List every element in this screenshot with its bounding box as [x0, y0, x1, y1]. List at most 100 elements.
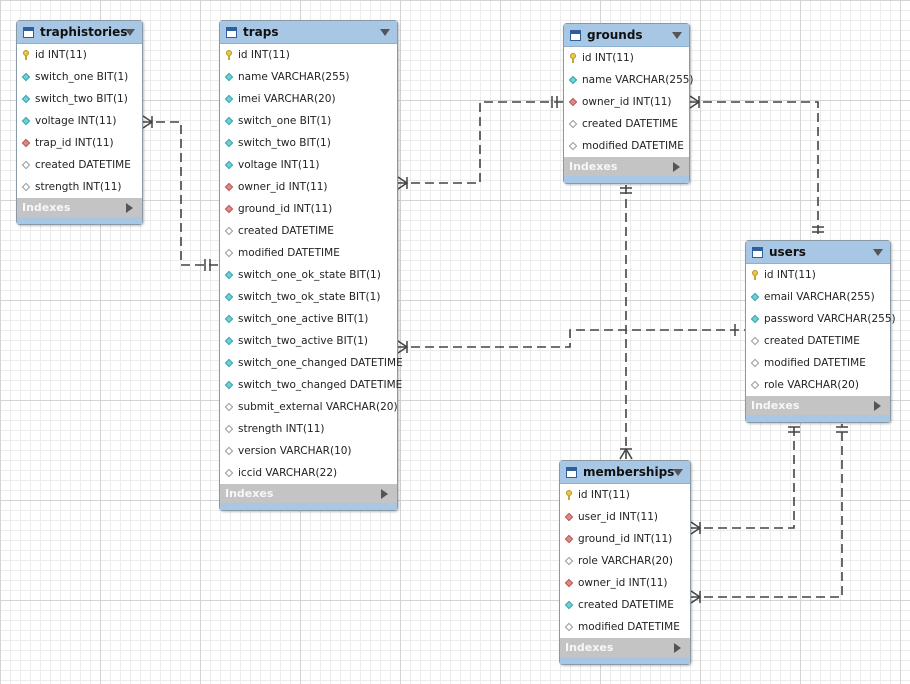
column-row[interactable]: name VARCHAR(255)	[220, 66, 397, 88]
column-row[interactable]: id INT(11)	[564, 47, 689, 69]
foreign-key-icon	[564, 534, 574, 544]
expand-arrow-icon[interactable]	[126, 203, 133, 213]
rel-traps-users	[397, 329, 746, 348]
column-row[interactable]: switch_two BIT(1)	[220, 132, 397, 154]
column-row[interactable]: switch_one_changed DATETIME	[220, 352, 403, 374]
column-row[interactable]: role VARCHAR(20)	[560, 550, 690, 572]
table-header[interactable]: users	[746, 241, 890, 264]
dropdown-arrow-icon[interactable]	[673, 469, 683, 476]
column-label: ground_id INT(11)	[238, 203, 333, 215]
column-row[interactable]: modified DATETIME	[560, 616, 690, 638]
rel-traphistories-traps	[142, 121, 219, 266]
column-row[interactable]: iccid VARCHAR(22)	[220, 462, 397, 484]
column-row[interactable]: strength INT(11)	[17, 176, 142, 198]
column-label: trap_id INT(11)	[35, 137, 114, 149]
expand-arrow-icon[interactable]	[674, 643, 681, 653]
table-header[interactable]: memberships	[560, 461, 690, 484]
not-null-column-icon	[224, 336, 234, 346]
dropdown-arrow-icon[interactable]	[873, 249, 883, 256]
column-row[interactable]: voltage INT(11)	[17, 110, 142, 132]
column-row[interactable]: password VARCHAR(255)	[746, 308, 896, 330]
dropdown-arrow-icon[interactable]	[125, 29, 135, 36]
indexes-section[interactable]: Indexes	[564, 157, 689, 176]
column-row[interactable]: switch_two_changed DATETIME	[220, 374, 402, 396]
foreign-key-icon	[568, 97, 578, 107]
column-row[interactable]: created DATETIME	[564, 113, 689, 135]
column-row[interactable]: name VARCHAR(255)	[564, 69, 694, 91]
nullable-column-icon	[568, 141, 578, 151]
table-grounds[interactable]: grounds id INT(11) name VARCHAR(255)owner_…	[563, 23, 694, 184]
nullable-column-icon	[564, 622, 574, 632]
column-row[interactable]: id INT(11)	[746, 264, 890, 286]
indexes-section[interactable]: Indexes	[746, 396, 890, 415]
column-label: id INT(11)	[238, 49, 290, 61]
expand-arrow-icon[interactable]	[381, 489, 388, 499]
table-icon	[23, 26, 34, 38]
column-row[interactable]: modified DATETIME	[746, 352, 890, 374]
column-row[interactable]: created DATETIME	[17, 154, 142, 176]
table-name: users	[769, 245, 806, 259]
column-row[interactable]: owner_id INT(11)	[564, 91, 689, 113]
rel-grounds-users	[689, 101, 819, 239]
column-label: modified DATETIME	[764, 357, 866, 369]
column-row[interactable]: switch_one_ok_state BIT(1)	[220, 264, 397, 286]
not-null-column-icon	[224, 160, 234, 170]
column-row[interactable]: role VARCHAR(20)	[746, 374, 890, 396]
column-row[interactable]: owner_id INT(11)	[220, 176, 397, 198]
table-footer	[17, 217, 142, 224]
column-row[interactable]: created DATETIME	[560, 594, 690, 616]
column-label: switch_two BIT(1)	[238, 137, 331, 149]
not-null-column-icon	[224, 72, 234, 82]
table-users[interactable]: users id INT(11) email VARCHAR(255)passwor…	[745, 240, 896, 423]
table-traps[interactable]: traps id INT(11) name VARCHAR(255)imei VAR…	[219, 20, 403, 511]
table-header[interactable]: grounds	[564, 24, 689, 47]
column-row[interactable]: modified DATETIME	[564, 135, 689, 157]
column-label: id INT(11)	[582, 52, 634, 64]
column-row[interactable]: id INT(11)	[560, 484, 690, 506]
column-label: voltage INT(11)	[238, 159, 320, 171]
nullable-column-icon	[568, 119, 578, 129]
column-label: id INT(11)	[764, 269, 816, 281]
column-row[interactable]: switch_two BIT(1)	[17, 88, 142, 110]
foreign-key-icon	[224, 182, 234, 192]
column-row[interactable]: ground_id INT(11)	[220, 198, 397, 220]
rel-memberships-users-user	[690, 424, 795, 529]
table-header[interactable]: traps	[220, 21, 397, 44]
nullable-column-icon	[224, 248, 234, 258]
indexes-section[interactable]: Indexes	[220, 484, 397, 503]
indexes-section[interactable]: Indexes	[560, 638, 690, 657]
column-row[interactable]: id INT(11)	[17, 44, 142, 66]
column-row[interactable]: submit_external VARCHAR(20)	[220, 396, 398, 418]
column-row[interactable]: modified DATETIME	[220, 242, 397, 264]
column-row[interactable]: trap_id INT(11)	[17, 132, 142, 154]
column-row[interactable]: owner_id INT(11)	[560, 572, 690, 594]
indexes-label: Indexes	[565, 641, 614, 654]
column-row[interactable]: imei VARCHAR(20)	[220, 88, 397, 110]
column-row[interactable]: switch_two_active BIT(1)	[220, 330, 397, 352]
column-row[interactable]: switch_one_active BIT(1)	[220, 308, 397, 330]
expand-arrow-icon[interactable]	[673, 162, 680, 172]
column-row[interactable]: switch_two_ok_state BIT(1)	[220, 286, 397, 308]
column-row[interactable]: id INT(11)	[220, 44, 397, 66]
column-row[interactable]: ground_id INT(11)	[560, 528, 690, 550]
column-row[interactable]: voltage INT(11)	[220, 154, 397, 176]
column-row[interactable]: created DATETIME	[220, 220, 397, 242]
indexes-section[interactable]: Indexes	[17, 198, 142, 217]
column-row[interactable]: version VARCHAR(10)	[220, 440, 397, 462]
not-null-column-icon	[224, 292, 234, 302]
expand-arrow-icon[interactable]	[874, 401, 881, 411]
not-null-column-icon	[568, 75, 578, 85]
column-row[interactable]: switch_one BIT(1)	[220, 110, 397, 132]
column-label: switch_one BIT(1)	[238, 115, 332, 127]
dropdown-arrow-icon[interactable]	[672, 32, 682, 39]
column-row[interactable]: switch_one BIT(1)	[17, 66, 142, 88]
column-row[interactable]: strength INT(11)	[220, 418, 397, 440]
dropdown-arrow-icon[interactable]	[380, 29, 390, 36]
column-row[interactable]: email VARCHAR(255)	[746, 286, 890, 308]
column-row[interactable]: created DATETIME	[746, 330, 890, 352]
not-null-column-icon	[564, 600, 574, 610]
table-header[interactable]: traphistories	[17, 21, 142, 44]
column-row[interactable]: user_id INT(11)	[560, 506, 690, 528]
